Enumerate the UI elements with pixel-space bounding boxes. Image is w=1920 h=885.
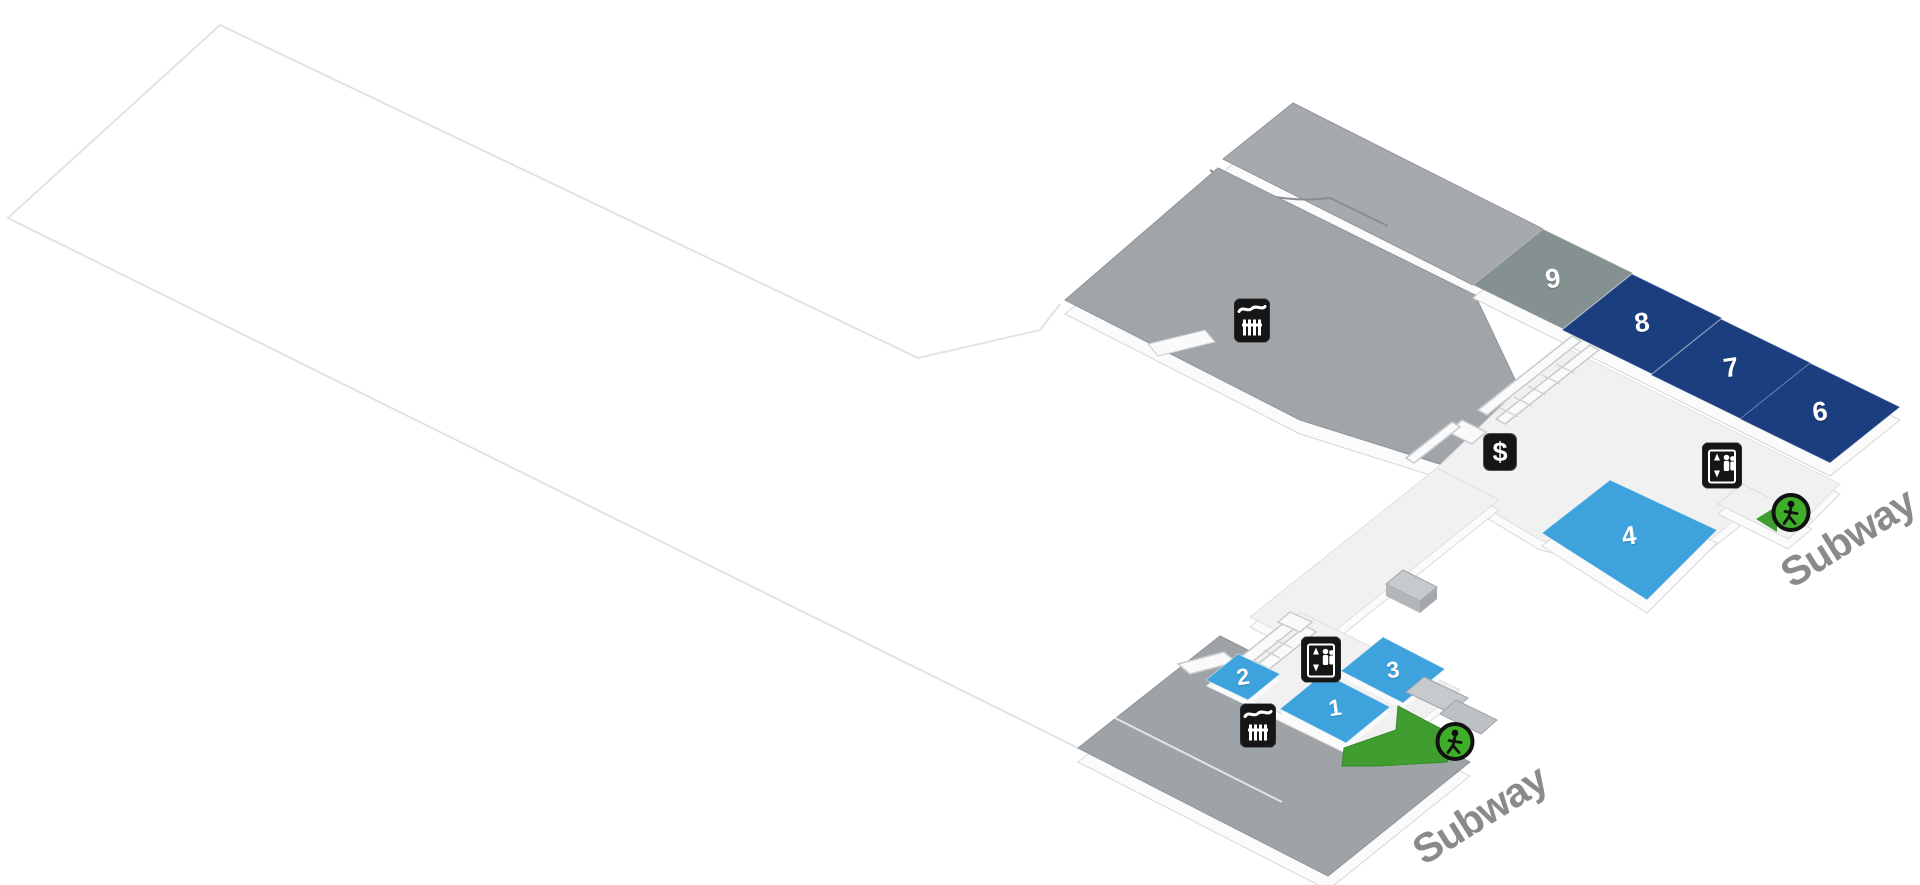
platform-seam — [1114, 717, 1283, 803]
corridor-floor — [1249, 467, 1500, 660]
escalator-structure-central — [1404, 335, 1601, 464]
upper-level-outline — [6, 23, 1079, 749]
rooms-band — [1472, 228, 1901, 477]
room-2-area — [1205, 653, 1281, 701]
room-1-area — [1279, 672, 1391, 744]
room-9-area — [1472, 228, 1634, 330]
mezzanine-stair-structure — [1147, 329, 1216, 357]
escalator-structure-lower — [1176, 611, 1318, 679]
room-4-area — [1541, 479, 1718, 614]
kiosk-boxes — [1385, 569, 1498, 735]
room-8-area — [1561, 273, 1723, 375]
room-6-area — [1739, 362, 1901, 464]
